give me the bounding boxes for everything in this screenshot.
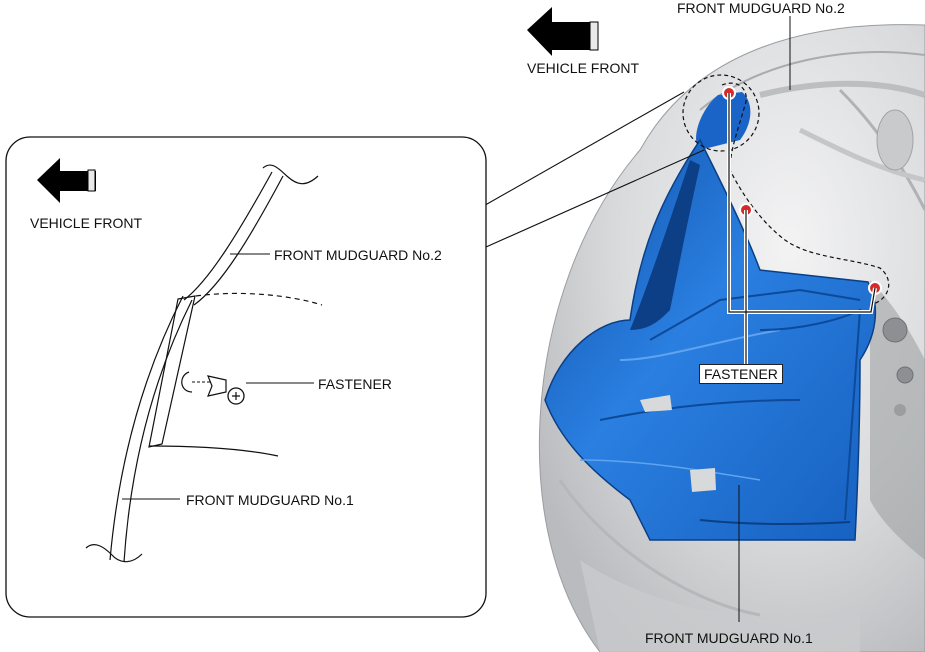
fastener-clip-icon: [181, 371, 245, 405]
detail-mudguard-no2: [183, 164, 319, 306]
detail-vehicle-front-label: VEHICLE FRONT: [30, 215, 143, 231]
main-mudguard1-label: FRONT MUDGUARD No.1: [645, 630, 813, 646]
front-mudguard-no1-part: [544, 92, 877, 541]
detail-mudguard2-label: FRONT MUDGUARD No.2: [274, 247, 442, 263]
detail-callout-box: [5, 136, 487, 618]
front-mudguard-no2-outline: [682, 74, 890, 306]
callout-connector: [479, 91, 705, 248]
detail-arrow-left-icon: [37, 158, 96, 203]
detail-fastener-label: FASTENER: [318, 376, 392, 392]
fastener-leader-lines-dark: [728, 93, 876, 365]
main-mudguard2-label: FRONT MUDGUARD No.2: [677, 0, 845, 16]
arrow-left-icon: [527, 7, 599, 56]
main-fastener-label: FASTENER: [699, 364, 783, 384]
detail-mudguard1-label: FRONT MUDGUARD No.1: [186, 492, 354, 508]
detail-leader-lines: [122, 253, 314, 500]
detail-mudguard-no1: [85, 292, 323, 563]
main-vehicle-front-label: VEHICLE FRONT: [527, 60, 640, 76]
